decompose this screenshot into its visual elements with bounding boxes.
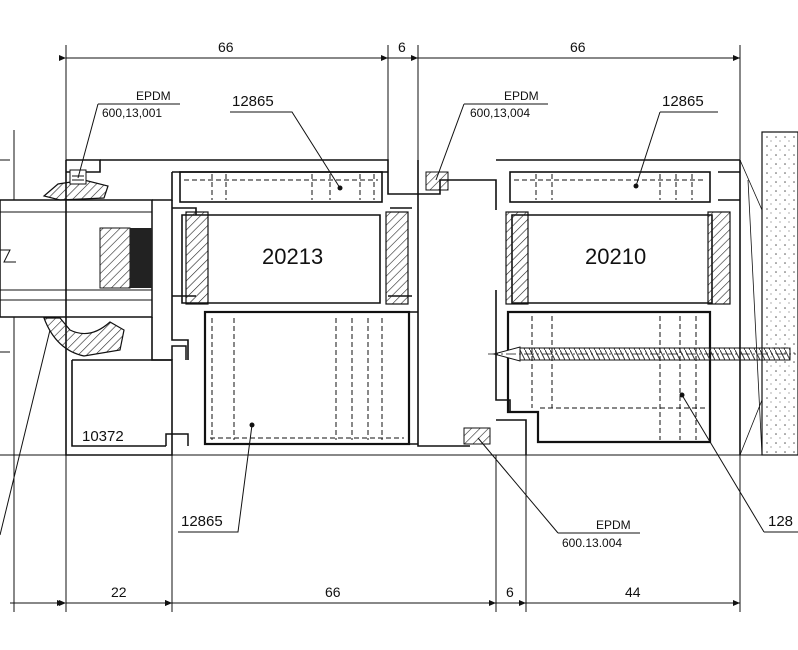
gasket-c-code: 600.13.004: [562, 536, 622, 550]
glazing-gasket-bottom: [43, 317, 125, 357]
profile-20210: [496, 159, 741, 455]
profile-number-left: 20213: [262, 244, 323, 269]
fixing-screw: [488, 346, 796, 362]
gasket-b-code: 600,13,004: [470, 106, 530, 120]
insert-right-bottom: [506, 310, 712, 444]
thermal-strip-right-2: [707, 211, 731, 305]
dimension-bottom: [10, 455, 741, 612]
profile-number-bottom: 10372: [82, 428, 124, 445]
insert-left-bottom: [203, 310, 411, 446]
glass-unit: [0, 199, 153, 318]
dim-bottom-1: 22: [111, 584, 127, 600]
dim-top-2: 6: [398, 39, 406, 55]
thermal-strip-right-1: [505, 211, 529, 305]
dim-top-1: 66: [218, 39, 234, 55]
gasket-seal-c: [463, 427, 491, 445]
callout-left-insert-top: 12865: [232, 93, 274, 110]
dim-bottom-3: 6: [506, 584, 514, 600]
gasket-a-material: EPDM: [136, 89, 171, 103]
gasket-c-material: EPDM: [596, 518, 631, 532]
gasket-b-material: EPDM: [504, 89, 539, 103]
callout-left-insert-bottom: 12865: [181, 513, 223, 530]
thermal-strip-left-2: [385, 211, 409, 305]
wall-section: [739, 131, 798, 456]
dim-top-3: 66: [570, 39, 586, 55]
thermal-strip-left-1: [185, 211, 209, 305]
glazing-gasket-top: [42, 179, 109, 201]
callout-leaders: [0, 103, 798, 536]
gasket-a-code: 600,13,001: [102, 106, 162, 120]
profile-20213: [172, 171, 412, 304]
gasket-seal-b: [425, 171, 449, 191]
dim-bottom-4: 44: [625, 584, 641, 600]
profile-number-right: 20210: [585, 244, 646, 269]
callout-right-insert-top: 12865: [662, 93, 704, 110]
left-frame: [65, 159, 419, 456]
dim-bottom-2: 66: [325, 584, 341, 600]
callout-right-insert-bottom: 128: [768, 513, 793, 530]
dimension-top: [59, 45, 741, 160]
